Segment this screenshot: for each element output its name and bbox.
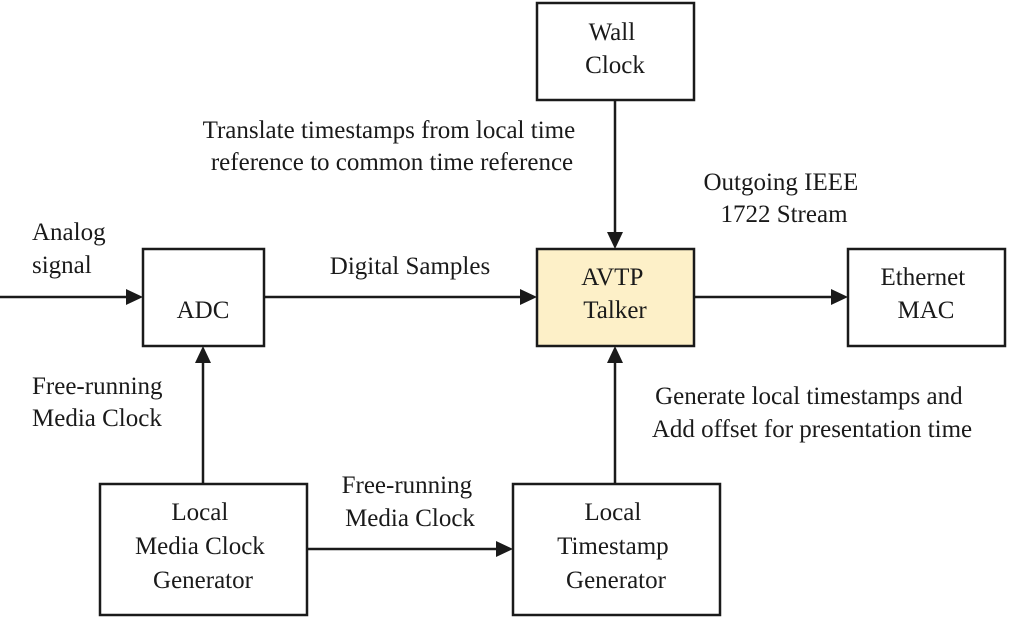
- translate-timestamps-label: Translate timestamps from local time ref…: [203, 117, 582, 176]
- wall-clock-label-line-1: Wall: [589, 19, 636, 46]
- media-clock-generator-label-line-3: Generator: [153, 567, 254, 594]
- outgoing-stream-label: Outgoing IEEE 1722 Stream: [703, 169, 864, 228]
- timestamp-generator-label-line-3: Generator: [566, 567, 667, 594]
- media-clock-generator-label-line-1: Local: [171, 499, 228, 526]
- arrow-avtp-to-ethernet: [694, 289, 848, 305]
- adc-label: ADC: [177, 297, 230, 324]
- free-running-media-clock-left-label: Free-running Media Clock: [32, 373, 169, 432]
- svg-text:Ethernet MAC: Ethernet MAC: [881, 264, 972, 324]
- avtp-talker-block: AVTP Talker: [535, 247, 696, 348]
- avtp-talker-label-line-1: AVTP: [581, 264, 642, 291]
- wall-clock-block: Wall Clock: [535, 1, 696, 102]
- avtp-talker-label-line-2: Talker: [583, 297, 647, 324]
- svg-text:Wall Clock: Wall Clock: [585, 19, 645, 79]
- arrow-media-clock-to-adc: [195, 346, 211, 484]
- arrow-timestamp-to-avtp: [607, 346, 623, 484]
- wall-clock-label-line-2: Clock: [585, 52, 645, 79]
- timestamp-generator-label-line-1: Local: [584, 499, 641, 526]
- local-media-clock-generator-block: Local Media Clock Generator: [98, 482, 309, 617]
- svg-text:ADC: ADC: [177, 297, 230, 324]
- free-running-media-clock-bottom-label: Free-running Media Clock: [342, 472, 479, 532]
- generate-timestamps-label: Generate local timestamps and Add offset…: [652, 383, 972, 443]
- svg-text:AVTP Talker: AVTP Talker: [581, 264, 648, 324]
- arrow-adc-to-avtp: [264, 289, 537, 305]
- arrow-analog-to-adc: [0, 289, 143, 305]
- ethernet-mac-label-line-1: Ethernet: [881, 264, 966, 291]
- analog-signal-label: Analog signal: [32, 219, 112, 279]
- adc-block: ADC: [141, 247, 266, 348]
- media-clock-generator-label-line-2: Media Clock: [135, 533, 265, 560]
- local-timestamp-generator-block: Local Timestamp Generator: [511, 482, 722, 617]
- svg-text:Local Timestamp Ge: Local Timestamp Generator: [557, 499, 675, 594]
- ethernet-mac-block: Ethernet MAC: [846, 247, 1007, 348]
- ethernet-mac-label-line-2: MAC: [898, 297, 955, 324]
- svg-text:Local Media Clock: Local Media Clock Generator: [135, 499, 271, 594]
- digital-samples-label: Digital Samples: [330, 253, 490, 280]
- timestamp-generator-label-line-2: Timestamp: [557, 533, 669, 560]
- arrow-wall-clock-to-avtp: [607, 100, 623, 249]
- arrow-media-clock-to-timestamp: [307, 541, 513, 557]
